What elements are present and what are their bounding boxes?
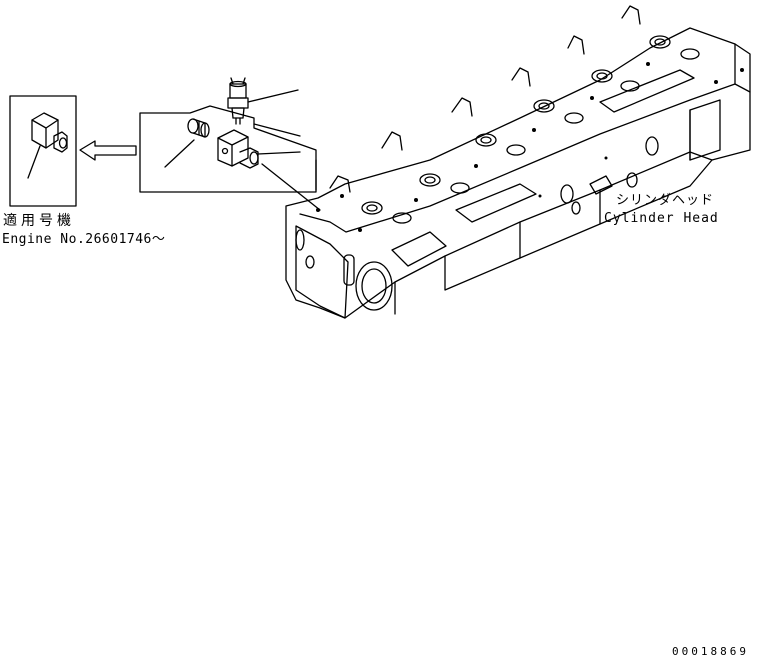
elbow-fitting-icon: [31, 112, 68, 153]
cylinder-head-drawing: [285, 5, 751, 319]
leader-line-adapter: [164, 139, 195, 168]
engine-serial-label: Engine No.26601746～: [2, 232, 166, 247]
inset-applicable-part: [9, 95, 77, 207]
inset-sensor-assembly: [139, 105, 317, 193]
head-top-edge: [299, 83, 736, 233]
leader-line-to-head: [261, 163, 321, 211]
head-front-face: [295, 225, 349, 319]
pedestal-2: [381, 131, 403, 151]
bolt-holes: [316, 62, 744, 232]
block-connector-icon: [217, 129, 259, 169]
head-front-bore: [355, 261, 393, 311]
pressure-sensor-icon: [227, 77, 249, 125]
inset-frame-left: [9, 95, 77, 207]
pedestal-3: [451, 97, 473, 117]
leader-line-sensor: [247, 89, 299, 103]
valve-ports: [361, 35, 700, 224]
drawing-reference-number: 00018869: [672, 645, 749, 658]
cylinder-head-label-jp: シリンダヘッド: [616, 193, 715, 208]
leader-line-left: [27, 145, 41, 179]
cylinder-head-label-en: Cylinder Head: [604, 211, 719, 226]
adapter-fitting-icon: [187, 118, 210, 138]
pedestal-4: [511, 67, 531, 87]
pedestal-5: [567, 35, 585, 55]
inset-frame-middle: [139, 105, 317, 193]
leader-line-connector: [257, 151, 301, 155]
head-outline: [285, 27, 751, 319]
pedestal-6: [621, 5, 641, 25]
pedestal-1: [329, 175, 351, 193]
arrow-left-icon: [79, 140, 137, 161]
applicable-serial-label-jp: 適用号機: [3, 213, 75, 229]
leader-line-sensor-2: [253, 123, 301, 137]
